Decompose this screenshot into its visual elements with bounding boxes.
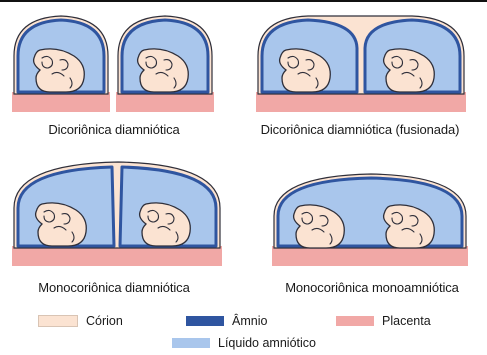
- placenta-right: [116, 92, 214, 112]
- placenta-swatch: [336, 316, 374, 326]
- legend-fluid: Líquido amniótico: [172, 336, 316, 350]
- legend-chorion: Córion: [38, 314, 123, 328]
- chorion-swatch: [38, 315, 78, 327]
- caption-panel-3: Monocoriônica diamniótica: [38, 280, 189, 295]
- placenta-mono-di: [12, 246, 222, 266]
- legend-fluid-label: Líquido amniótico: [218, 336, 316, 350]
- legend-placenta: Placenta: [336, 314, 431, 328]
- legend-chorion-label: Córion: [86, 314, 123, 328]
- caption-panel-1: Dicoriônica diamniótica: [48, 122, 179, 137]
- panel-dichorionic-diamniotic-fused: [252, 8, 480, 116]
- panel-monochorionic-monoamniotic: [268, 170, 478, 270]
- fluid-swatch: [172, 338, 210, 348]
- legend-amnion-label: Âmnio: [232, 314, 267, 328]
- caption-panel-4: Monocoriônica monoamniótica: [285, 280, 459, 295]
- caption-panel-2: Dicoriônica diamniótica (fusionada): [261, 122, 460, 137]
- top-border: [0, 0, 487, 2]
- legend-amnion: Âmnio: [186, 314, 267, 328]
- placenta-left: [12, 92, 110, 112]
- placenta-mono-mono: [272, 246, 468, 266]
- panel-dichorionic-diamniotic: [8, 8, 236, 116]
- panel-monochorionic-diamniotic: [8, 158, 236, 270]
- amnion-swatch: [186, 316, 224, 326]
- legend-placenta-label: Placenta: [382, 314, 431, 328]
- placenta-fused: [256, 92, 466, 112]
